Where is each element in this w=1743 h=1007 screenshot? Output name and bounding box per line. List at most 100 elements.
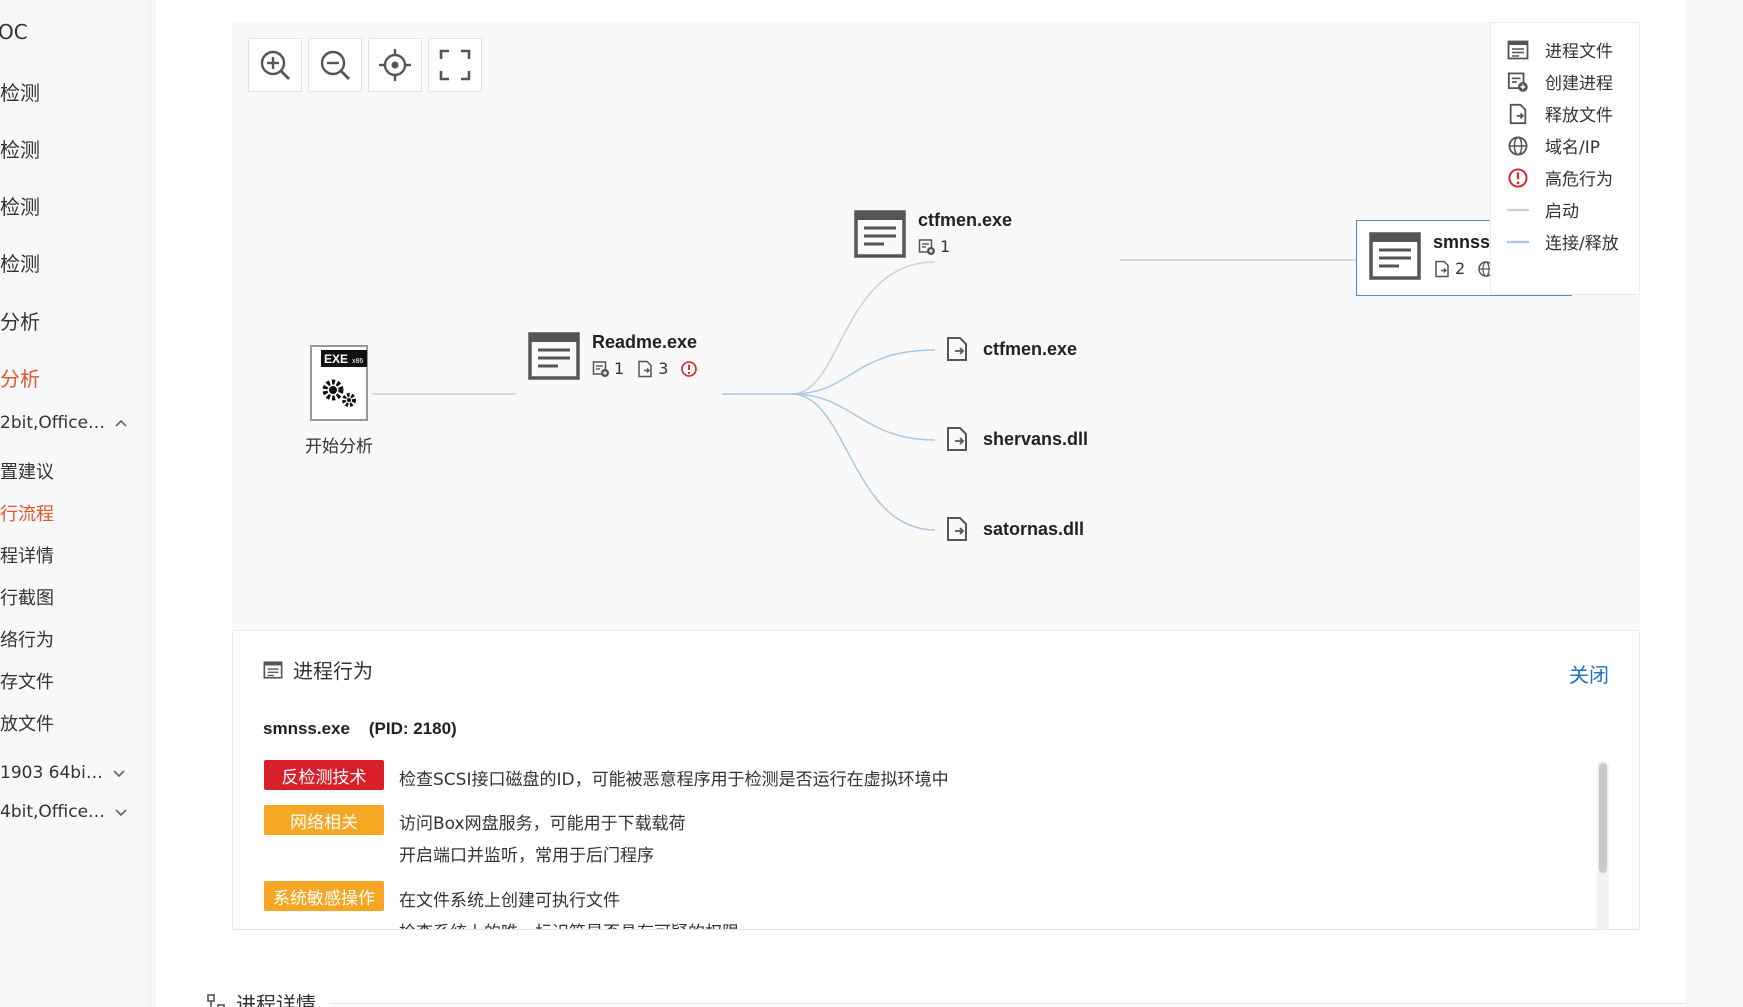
zoom-in-button[interactable] [248,38,302,92]
sidebar-sub-config[interactable]: 置建议 [0,462,54,483]
create-count: 1 [614,359,625,378]
start-node[interactable]: EXE x86 开始分析 [284,344,394,457]
node-smnss: smnss 2 [1369,232,1511,280]
edge-readme-ctfmen-proc [791,261,936,395]
exe-badge-sub: x86 [352,358,363,365]
create-process-icon [1507,72,1528,92]
process-window-icon [528,332,580,380]
behavior-text: 访问Box网盘服务，可能用于下载载荷 [399,814,686,834]
drop-count: 2 [1455,259,1466,278]
behavior-text: 检查系统上的唯一标识符是否具有可疑的权限 [399,918,739,929]
exe-badge: EXE [324,352,348,366]
sidebar-item-detect-3[interactable]: 检测 [0,195,40,219]
zoom-out-icon [320,50,350,80]
process-window-icon [1507,40,1529,59]
fullscreen-button[interactable] [428,38,482,92]
tag-sensitive-ops: 系统敏感操作 [264,881,384,911]
chevron-down-icon [113,770,125,778]
drop-file-icon [638,360,652,377]
node-file-satornas[interactable]: satornas.dll [945,516,1084,542]
fullscreen-icon [439,49,471,81]
process-window-icon [854,210,906,258]
behavior-text: 在文件系统上创建可执行文件 [399,891,620,911]
process-behavior-panel: 进程行为 关闭 smnss.exe (PID: 2180) 反检测技术 检查SC… [232,630,1640,930]
high-risk-icon [681,360,698,377]
process-graph-canvas[interactable]: EXE x86 开始分析 Readme.exe 1 3 ctfmen.exe 1 [232,22,1640,630]
process-details-section-header: 进程详情 [206,988,316,1007]
chevron-down-icon [115,809,127,817]
legend-item-high-risk: 高危行为 [1507,165,1613,190]
behavior-text: 开启端口并监听，常用于后门程序 [399,846,654,866]
panel-title: 进程行为 [263,655,373,684]
right-gutter [1686,0,1743,1007]
edge-readme-ctfmen-file [791,349,936,395]
create-process-icon [918,238,935,255]
tag-network: 网络相关 [264,805,384,835]
drop-file-icon [1435,260,1449,277]
sidebar-sub-screenshots[interactable]: 行截图 [0,588,54,609]
node-name: Readme.exe [592,332,698,352]
sidebar-item-analysis[interactable]: 分析 [0,310,40,334]
sidebar-sub-dropped-files[interactable]: 放文件 [0,714,54,735]
crosshair-icon [379,49,411,81]
node-ctfmen-process[interactable]: ctfmen.exe 1 [854,210,1012,258]
node-file-ctfmen[interactable]: ctfmen.exe [945,336,1077,362]
process-window-icon [263,660,283,679]
legend-item-domain-ip: 域名/IP [1507,133,1600,158]
version-label: 2bit,Office… [0,413,106,433]
drop-file-icon [947,517,967,541]
node-name: smnss [1433,232,1491,252]
sidebar: OC 检测 检测 检测 检测 分析 分析 2bit,Office… 置建议 行流… [0,0,147,1007]
tree-icon [207,993,225,1007]
sidebar-item-detect-4[interactable]: 检测 [0,252,40,276]
graph-edges [372,259,1356,531]
sidebar-sub-network[interactable]: 络行为 [0,630,54,651]
version-expanded[interactable]: 2bit,Office… [0,413,129,433]
edge-readme-shervans [791,393,936,441]
drop-count: 3 [658,359,669,378]
zoom-out-button[interactable] [308,38,362,92]
exe-file-icon: EXE x86 [310,345,368,421]
node-name: ctfmen.exe [983,338,1078,359]
process-window-icon [1369,232,1421,280]
sidebar-item-detect-2[interactable]: 检测 [0,138,40,162]
version-collapsed-2[interactable]: 4bit,Office… [0,802,129,822]
edge-readme-satornas [791,393,936,531]
panel-scrollbar-thumb[interactable] [1599,763,1607,873]
zoom-in-icon [260,50,290,80]
section-divider [330,1003,1686,1004]
start-analysis-label: 开始分析 [305,437,373,457]
locate-button[interactable] [368,38,422,92]
legend-item-process-file: 进程文件 [1507,37,1613,62]
globe-icon [1508,136,1528,155]
sidebar-item-dynamic-analysis[interactable]: 分析 [0,367,40,391]
tag-anti-detection: 反检测技术 [264,760,384,790]
version-label: 1903 64bi… [0,763,103,783]
blue-line-icon [1507,240,1529,243]
node-name: shervans.dll [983,428,1089,449]
sidebar-item-detect-1[interactable]: 检测 [0,81,40,105]
legend-item-drop-file: 释放文件 [1507,101,1613,126]
node-name: satornas.dll [983,518,1085,539]
sidebar-sub-process-details[interactable]: 程详情 [0,546,54,567]
legend-item-create-process: 创建进程 [1507,69,1613,94]
node-file-shervans[interactable]: shervans.dll [945,426,1088,452]
node-readme[interactable]: Readme.exe 1 3 [528,332,714,380]
drop-file-icon [1509,103,1527,124]
behavior-text: 检查SCSI接口磁盘的ID，可能被恶意程序用于检测是否运行在虚拟环境中 [399,770,949,790]
gray-line-icon [1507,208,1529,211]
process-identifier: smnss.exe (PID: 2180) [263,719,457,738]
drop-file-icon [947,337,967,361]
sidebar-sub-memory-files[interactable]: 存文件 [0,672,54,693]
legend-item-connect-drop: 连接/释放 [1507,229,1619,254]
chevron-up-icon [115,419,127,427]
version-collapsed-1[interactable]: 1903 64bi… [0,763,127,783]
graph-legend: 进程文件 创建进程 释放文件 域名/IP 高危行为 启动 连接/释放 [1490,22,1640,295]
legend-item-launch: 启动 [1507,197,1579,222]
sidebar-item-ioc[interactable]: OC [0,20,28,44]
close-panel-button[interactable]: 关闭 [1569,663,1609,687]
version-label: 4bit,Office… [0,802,106,822]
create-count: 1 [940,237,951,256]
node-name: ctfmen.exe [918,210,1013,230]
sidebar-sub-flow[interactable]: 行流程 [0,504,54,525]
